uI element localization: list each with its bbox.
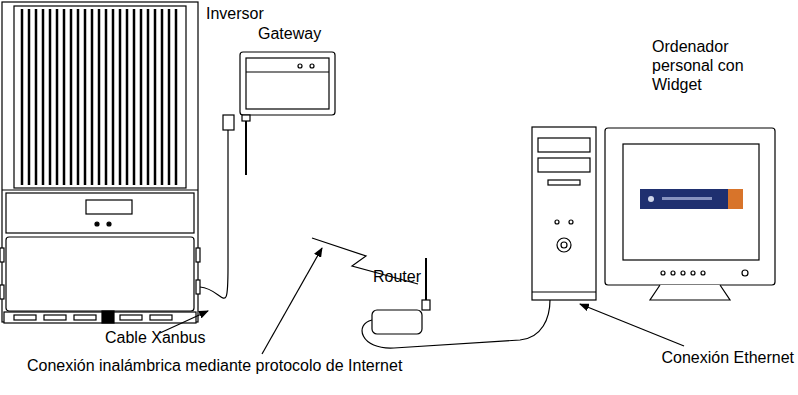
screen bbox=[623, 144, 759, 260]
clip bbox=[102, 311, 114, 323]
side-knob bbox=[196, 248, 200, 262]
inverter-drawing bbox=[0, 2, 200, 323]
cable-connector bbox=[223, 115, 234, 130]
drive-bay bbox=[538, 138, 590, 152]
monitor-button bbox=[681, 271, 685, 275]
heatsink-fin bbox=[119, 9, 122, 185]
monitor-button bbox=[691, 271, 695, 275]
drive-bay bbox=[538, 158, 590, 172]
led bbox=[310, 64, 314, 68]
device-label: Gateway bbox=[258, 24, 373, 43]
heatsink-fin bbox=[175, 9, 178, 185]
lid-line bbox=[246, 71, 329, 72]
monitor-button bbox=[661, 271, 665, 275]
heatsink-fin bbox=[147, 9, 150, 185]
connection-label: Conexión Ethernet bbox=[661, 348, 794, 367]
heatsink-fin bbox=[21, 9, 24, 185]
led bbox=[107, 222, 111, 226]
heatsink-fin bbox=[42, 9, 45, 185]
slot bbox=[548, 180, 580, 185]
tower-base bbox=[532, 291, 596, 292]
led bbox=[569, 220, 573, 224]
heatsink-fin bbox=[63, 9, 66, 185]
inverter-housing bbox=[2, 2, 198, 322]
heatsink-fin bbox=[28, 9, 31, 185]
pc-drawing bbox=[532, 127, 775, 300]
antenna bbox=[245, 116, 247, 175]
panel-line bbox=[2, 189, 198, 190]
vent-slot bbox=[44, 315, 66, 320]
heatsink-fin bbox=[154, 9, 157, 185]
power-button bbox=[561, 242, 567, 248]
leader-arrow bbox=[580, 304, 684, 346]
heatsink-fin bbox=[168, 9, 171, 185]
monitor-stand bbox=[650, 285, 730, 300]
led bbox=[555, 220, 559, 224]
base-strip bbox=[4, 312, 196, 323]
heatsink-fin bbox=[35, 9, 38, 185]
vent-slot bbox=[74, 315, 96, 320]
vent-slot bbox=[120, 315, 142, 320]
cable-connector bbox=[362, 300, 550, 348]
heatsink-frame bbox=[14, 6, 186, 188]
gateway-case bbox=[240, 52, 335, 115]
connection-label: Cable Xanbus bbox=[105, 328, 206, 347]
power-button bbox=[557, 238, 571, 252]
gateway-node: Gateway bbox=[222, 50, 337, 175]
led bbox=[298, 64, 302, 68]
side-knob bbox=[0, 248, 4, 262]
side-knob bbox=[196, 280, 200, 294]
monitor-button bbox=[671, 271, 675, 275]
connection-label: Conexión inalámbrica mediante protocolo … bbox=[27, 356, 402, 375]
monitor bbox=[605, 128, 775, 285]
antenna-base bbox=[422, 300, 430, 310]
heatsink-fin bbox=[161, 9, 164, 185]
heatsink-fin bbox=[140, 9, 143, 185]
device-label: Router bbox=[373, 267, 429, 286]
inverter-node: Inversor bbox=[0, 0, 200, 325]
pc-tower bbox=[532, 127, 596, 300]
heatsink-fin bbox=[112, 9, 115, 185]
wiring-box bbox=[6, 237, 194, 311]
device-label: Inversor bbox=[206, 4, 406, 23]
heatsink-fin bbox=[126, 9, 129, 185]
monitor-button bbox=[701, 271, 705, 275]
heatsink-fin bbox=[84, 9, 87, 185]
heatsink-fin bbox=[105, 9, 108, 185]
heatsink-fin bbox=[91, 9, 94, 185]
router-drawing bbox=[372, 258, 430, 334]
pc-node: Ordenador personal con Widget bbox=[530, 125, 778, 303]
control-panel bbox=[6, 193, 194, 233]
router-node: Router bbox=[370, 300, 426, 337]
heatsink-fin bbox=[133, 9, 136, 185]
cable-connector bbox=[200, 130, 228, 298]
vent-slot bbox=[150, 315, 172, 320]
heatsink-fin bbox=[49, 9, 52, 185]
antenna-base bbox=[242, 115, 250, 121]
monitor-power bbox=[742, 270, 748, 276]
heatsink-fin bbox=[98, 9, 101, 185]
display bbox=[86, 200, 132, 214]
router-antenna bbox=[425, 258, 427, 306]
gateway-drawing bbox=[223, 52, 335, 175]
router-body bbox=[372, 310, 422, 334]
vent-slot bbox=[14, 315, 36, 320]
device-label: Ordenador personal con Widget bbox=[652, 37, 770, 94]
leader-arrow bbox=[262, 248, 322, 354]
widget-icon bbox=[648, 196, 654, 202]
widget-text-mark bbox=[662, 197, 712, 200]
heatsink-fin bbox=[70, 9, 73, 185]
gateway-lid bbox=[246, 58, 329, 109]
side-knob bbox=[0, 285, 4, 299]
widget-end bbox=[728, 189, 743, 209]
heatsink-fin bbox=[77, 9, 80, 185]
led bbox=[95, 222, 99, 226]
widget-bar bbox=[640, 189, 743, 209]
heatsink-fin bbox=[56, 9, 59, 185]
